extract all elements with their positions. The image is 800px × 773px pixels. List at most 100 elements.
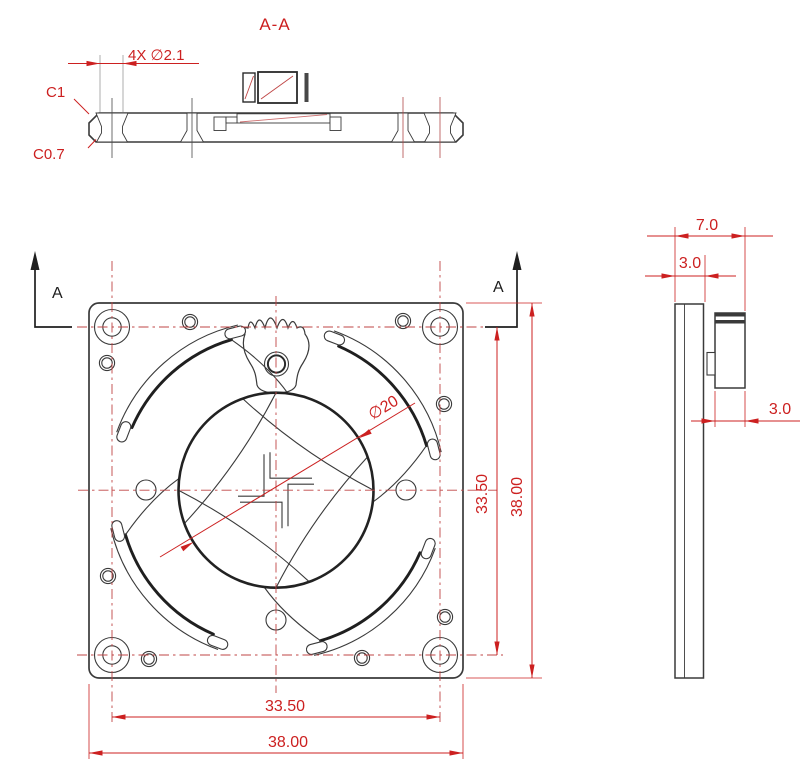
small-hole-inner	[397, 315, 409, 327]
cut-arrow-left	[30, 251, 40, 270]
side-hub-notch	[706, 351, 716, 376]
cut-label-right: A	[493, 279, 504, 296]
total-depth-text: 7.0	[696, 217, 718, 234]
worm-detail-diagonal	[260, 75, 294, 100]
blade-edge	[125, 477, 180, 536]
small-hole-outer	[353, 649, 371, 667]
worm-detail-diagonal	[244, 75, 254, 100]
small-hole-inner	[143, 653, 155, 665]
hole-spacing-h-text: 33.50	[265, 698, 305, 715]
dimension-arrowhead	[529, 664, 535, 678]
bushing-outer	[263, 351, 290, 377]
slot-end-tab	[305, 641, 328, 655]
iris-blade-edge	[242, 398, 374, 491]
arc-slot-outer-edge	[110, 528, 219, 651]
hole-callout-text: 4X ∅2.1	[128, 47, 184, 64]
leader-line	[73, 98, 90, 115]
worm-gear-detail	[257, 71, 298, 104]
small-hole-outer	[99, 567, 117, 585]
side-view: 7.0 3.0 3.0	[645, 217, 800, 679]
section-title: A-A	[259, 15, 290, 34]
dimension-arrowhead	[494, 641, 500, 655]
slot-end-tab	[420, 537, 436, 560]
side-plate	[674, 303, 705, 679]
chamfer-bottom-text: C0.7	[33, 146, 65, 163]
overall-width-text: 38.00	[268, 734, 308, 751]
leader-line	[87, 139, 97, 149]
blade-edge	[372, 445, 427, 503]
cavity-step	[225, 116, 238, 124]
dimension-arrowhead	[529, 303, 535, 317]
blade-edge	[263, 586, 321, 642]
small-hole-outer	[394, 312, 412, 330]
slot-end-tab	[116, 421, 132, 443]
chamfer-top-text: C1	[46, 84, 65, 101]
arc-slot-inner-edge	[124, 533, 215, 636]
diameter-dim-line	[159, 402, 416, 558]
arc-slot-inner-edge	[319, 551, 422, 643]
dimension-arrowhead	[661, 273, 675, 279]
dimension-arrowhead	[358, 429, 372, 439]
small-hole-inner	[438, 398, 450, 410]
blade-edge	[231, 339, 289, 394]
dimension-arrowhead	[86, 60, 100, 67]
slot-end-tab	[111, 520, 126, 542]
small-hole-outer	[98, 354, 116, 372]
cut-arrow-right	[512, 251, 522, 270]
blade-tip-step	[287, 483, 314, 527]
dimension-arrowhead	[112, 714, 126, 720]
section-view-aa: 4X ∅2.1 C1 C0.7 A-A	[33, 15, 464, 163]
small-hole-outer	[181, 313, 199, 331]
dimension-arrowhead	[494, 327, 500, 341]
blade-tip-step	[240, 501, 283, 529]
dimension-arrowhead	[745, 418, 759, 424]
small-hole-inner	[102, 570, 114, 582]
dimension-arrowhead	[426, 714, 440, 720]
small-hole-inner	[184, 316, 196, 328]
small-hole-outer	[140, 650, 158, 668]
slot-end-tab	[224, 325, 247, 340]
arc-slot-outer-edge	[333, 330, 442, 453]
slot-end-tab	[323, 330, 346, 346]
arc-slot-inner-edge	[337, 344, 428, 448]
small-hole-inner	[101, 357, 113, 369]
plate-thickness-text: 3.0	[679, 255, 701, 272]
worm-gear-pin	[304, 73, 309, 102]
arc-slot-outer-edge	[313, 548, 436, 656]
arc-slot-inner-edge	[130, 338, 233, 430]
overall-height-text: 38.00	[509, 477, 526, 517]
hole-spacing-v-text: 33.50	[474, 474, 491, 514]
cut-plane-right	[485, 269, 518, 328]
slot-end-tab	[206, 634, 229, 650]
small-hole-inner	[356, 652, 368, 664]
small-hole-outer	[435, 395, 453, 413]
dimension-arrowhead	[731, 233, 745, 239]
dimension-arrowhead	[705, 273, 719, 279]
cavity-notch-right	[329, 116, 342, 131]
arc-slot-outer-edge	[116, 324, 239, 433]
blade-tip-step	[238, 454, 265, 497]
iris-blade-edge	[178, 489, 310, 583]
bushing-inner	[266, 354, 287, 374]
iris-blade-edge	[183, 392, 277, 524]
dimension-arrowhead	[449, 750, 463, 756]
worm-band	[715, 313, 745, 317]
dimension-arrowhead	[89, 750, 103, 756]
cavity-hatch-line	[239, 114, 328, 123]
dimension-arrowhead	[180, 542, 194, 552]
hub-depth-text: 3.0	[769, 401, 791, 418]
dimension-arrowhead	[123, 60, 137, 67]
worm-band	[715, 320, 745, 324]
dimension-arrowhead	[701, 418, 715, 424]
cut-plane-left	[34, 269, 72, 328]
cut-label-left: A	[52, 285, 63, 302]
front-view: A A ∅20 33.50 38.00 33.50 38.00	[30, 251, 542, 759]
slot-end-tab	[426, 438, 441, 461]
blade-tip-step	[269, 452, 312, 479]
iris-blade-edge	[275, 456, 369, 588]
dimension-arrowhead	[675, 233, 689, 239]
cavity-notch-left	[213, 116, 227, 131]
small-hole-outer	[436, 608, 454, 626]
